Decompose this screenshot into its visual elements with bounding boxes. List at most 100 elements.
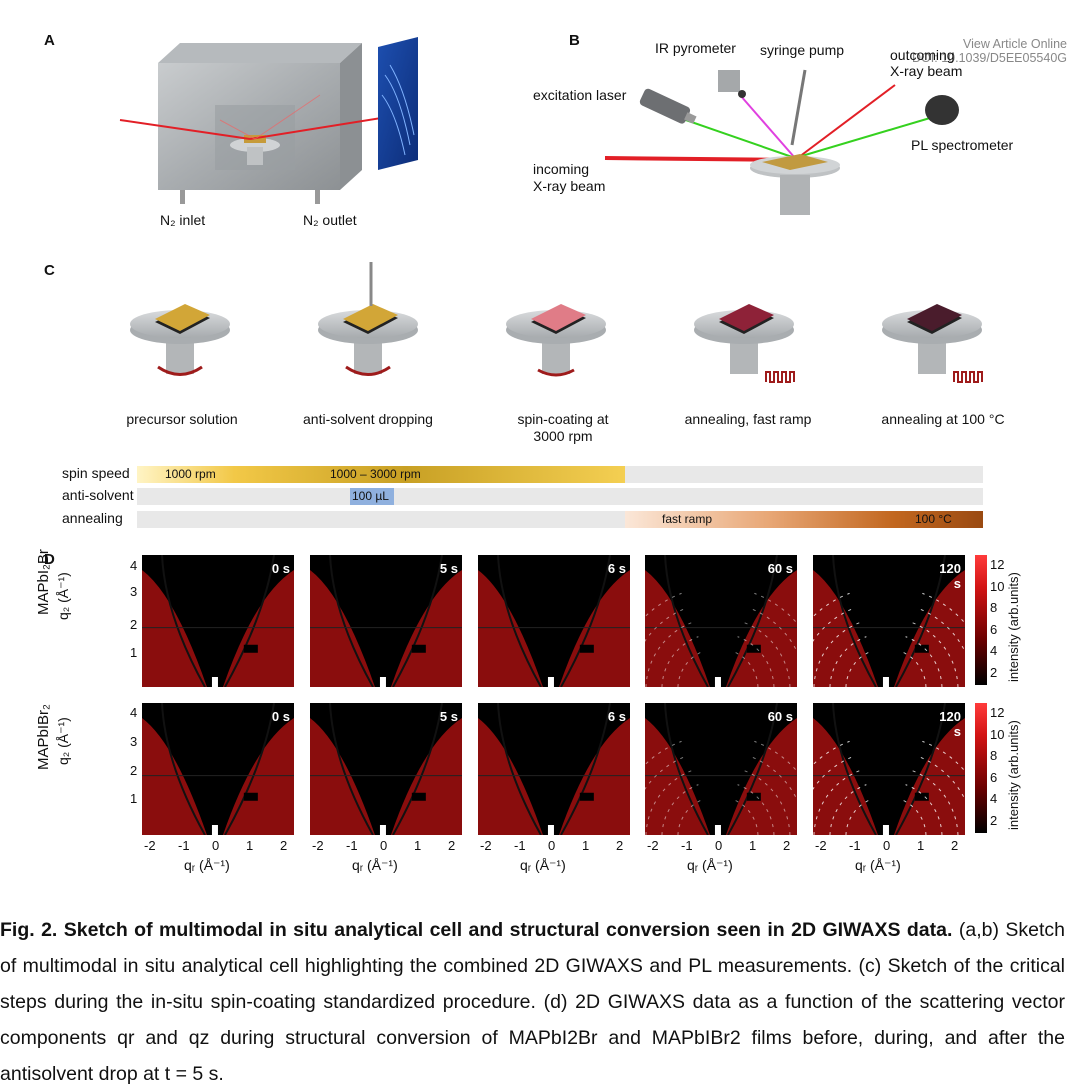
xtick-c4-3: 1 [749, 838, 757, 853]
xtick-c4-2: 0 [715, 838, 723, 853]
excitation-laser-label: excitation laser [533, 87, 627, 103]
cbtick-r1-0: 12 [990, 557, 1005, 572]
xtick-c1-2: 0 [212, 838, 220, 853]
xtick-c1-1: -1 [178, 838, 190, 853]
xtick-c1-3: 1 [246, 838, 254, 853]
xtick-c2-4: 2 [448, 838, 456, 853]
n2-outlet-label: N₂ outlet [303, 212, 357, 228]
ytick-r2-3: 3 [130, 734, 138, 749]
xtick-c5-1: -1 [849, 838, 861, 853]
time-label-r1-c1: 0 s [271, 561, 290, 576]
cbtick-r2-2: 8 [990, 748, 998, 763]
n2-inlet-label: N₂ inlet [160, 212, 206, 228]
cbtick-r2-0: 12 [990, 705, 1005, 720]
giwaxs-pattern-r2-c1 [142, 703, 294, 835]
xtick-c5-2: 0 [883, 838, 891, 853]
stage-label-antisolvent: anti-solvent dropping [303, 411, 433, 427]
cbtick-r1-3: 6 [990, 621, 998, 637]
panel-a-letter: A [44, 32, 55, 49]
caption-title: Fig. 2. Sketch of multimodal in situ ana… [0, 919, 953, 941]
cbtick-r2-3: 6 [990, 769, 998, 785]
panel-b-letter: B [569, 32, 580, 49]
time-label-r2-c4: 60 s [767, 709, 793, 724]
xtick-c1-4: 2 [280, 838, 288, 853]
cbtick-r1-1: 10 [990, 578, 1005, 594]
row-label-mapbibr2: MAPbIBr₂ [35, 704, 52, 770]
giwaxs-pattern-r1-c5 [813, 555, 965, 687]
giwaxs-pattern-r2-c5 [813, 703, 965, 835]
xtick-c3-0: -2 [480, 838, 492, 853]
pl-spectrometer-label: PL spectrometer [911, 137, 1014, 153]
cbtick-r2-5: 2 [990, 812, 998, 828]
colorbar-label-2: intensity (arb.units) [1006, 720, 1021, 830]
row-axis-label-qz-1: q₂ (Å⁻¹) [55, 572, 71, 620]
xtick-c1-0: -2 [144, 838, 156, 853]
incoming-beam-label: incoming X-ray beam [533, 161, 606, 194]
spin-coating-stage-illustrations [130, 262, 983, 383]
row-label-annealing: annealing [62, 510, 123, 526]
xtick-c2-2: 0 [380, 838, 388, 853]
spin-rpm-1000-text: 1000 rpm [165, 467, 216, 481]
x-axis-label-c2: qᵣ (Å⁻¹) [352, 857, 398, 873]
cbtick-r2-1: 10 [990, 726, 1005, 742]
row-label-anti-solvent: anti-solvent [62, 487, 134, 503]
outcoming-beam-label: outcoming X-ray beam [890, 47, 963, 79]
giwaxs-pattern-r2-c3 [478, 703, 630, 835]
time-label-r1-c2: 5 s [439, 561, 458, 576]
xtick-c3-3: 1 [582, 838, 590, 853]
colorbar-2 [975, 703, 987, 833]
ytick-r2-2: 2 [130, 763, 138, 778]
annealing-bar [625, 511, 983, 528]
stage-label-fast-ramp: annealing, fast ramp [684, 411, 812, 427]
ir-pyrometer-label: IR pyrometer [655, 40, 736, 56]
x-axis-label-c3: qᵣ (Å⁻¹) [520, 857, 566, 873]
xtick-c5-0: -2 [815, 838, 827, 853]
row-label-mapbi2br: MAPbI₂Br [35, 549, 52, 615]
time-label-r1-c5: 120 s [939, 561, 961, 591]
ytick-r2-4: 4 [130, 705, 138, 720]
colorbar-label-1: intensity (arb.units) [1006, 572, 1021, 682]
cbtick-r1-5: 2 [990, 664, 998, 680]
ytick-r1-2: 2 [130, 617, 138, 632]
giwaxs-pattern-r2-c2 [310, 703, 462, 835]
cbtick-r1-4: 4 [990, 643, 998, 658]
xtick-c5-4: 2 [951, 838, 959, 853]
time-label-r2-c2: 5 s [439, 709, 458, 724]
row-label-spin-speed: spin speed [62, 465, 130, 481]
stage-label-precursor: precursor solution [126, 411, 238, 427]
fast-ramp-text: fast ramp [662, 512, 713, 526]
figure-caption: Fig. 2. Sketch of multimodal in situ ana… [0, 912, 1065, 1092]
xtick-c4-4: 2 [783, 838, 791, 853]
time-label-r1-c4: 60 s [767, 561, 793, 576]
ytick-r2-1: 1 [130, 791, 138, 806]
xtick-c2-3: 1 [414, 838, 422, 853]
time-label-r2-c1: 0 s [271, 709, 290, 724]
giwaxs-pattern-r1-c2 [310, 555, 462, 687]
time-label-r2-c5: 120 s [939, 709, 961, 739]
xtick-c3-4: 2 [616, 838, 624, 853]
spin-speed-bar [137, 466, 625, 483]
setup-sketch-illustration [604, 69, 959, 215]
xtick-c4-0: -2 [647, 838, 659, 853]
giwaxs-pattern-r2-c4 [645, 703, 797, 835]
row-axis-label-qz-2: q₂ (Å⁻¹) [55, 717, 71, 765]
panel-c-letter: C [44, 262, 55, 279]
cbtick-r2-4: 4 [990, 791, 998, 806]
time-label-r2-c3: 6 s [607, 709, 626, 724]
xtick-c5-3: 1 [917, 838, 925, 853]
doi-text: DOI: 10.1039/D5EE05540G [912, 51, 1067, 65]
ytick-r1-3: 3 [130, 584, 138, 599]
doi-block: View Article Online DOI: 10.1039/D5EE055… [912, 37, 1067, 65]
x-axis-label-c5: qᵣ (Å⁻¹) [855, 857, 901, 873]
xtick-c4-1: -1 [681, 838, 693, 853]
view-article-link[interactable]: View Article Online [963, 37, 1067, 51]
xtick-c2-1: -1 [346, 838, 358, 853]
anti-solvent-track [137, 488, 983, 505]
panel-d-letter: D [44, 551, 55, 568]
xtick-c3-2: 0 [548, 838, 556, 853]
analytical-cell-illustration [119, 37, 418, 204]
x-axis-label-c1: qᵣ (Å⁻¹) [184, 857, 230, 873]
xtick-c3-1: -1 [514, 838, 526, 853]
giwaxs-pattern-r1-c4 [645, 555, 797, 687]
anti-solvent-volume-text: 100 µL [352, 489, 389, 503]
